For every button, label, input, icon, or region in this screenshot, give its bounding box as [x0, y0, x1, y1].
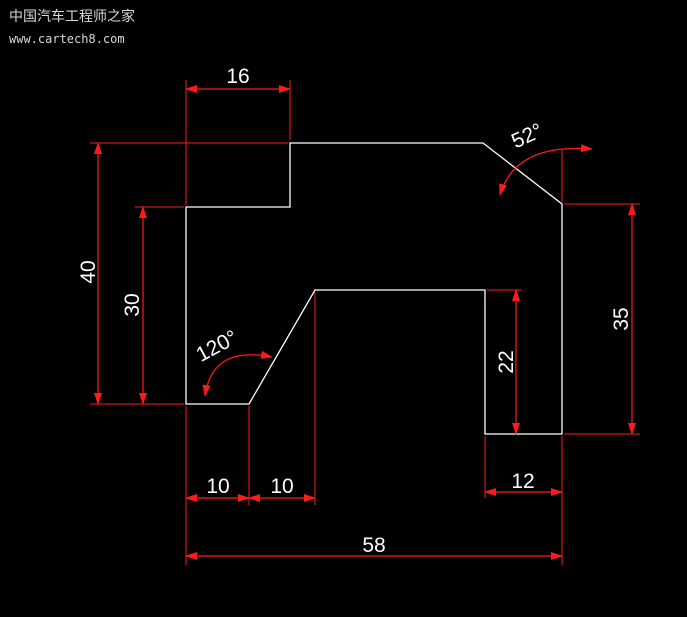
part-outline	[185, 142, 563, 435]
dim-label-12: 12	[511, 470, 534, 493]
watermark-url: www.cartech8.com	[9, 32, 125, 46]
watermark-title: 中国汽车工程师之家	[9, 8, 135, 25]
dim-label-10-mid: 10	[270, 475, 293, 498]
angle-label-120: 120°	[192, 326, 241, 367]
angle-arc-52	[499, 144, 593, 196]
dim-label-16: 16	[226, 65, 249, 88]
angle-arc-120	[202, 350, 273, 397]
dim-label-30: 30	[121, 293, 144, 316]
dim-label-22: 22	[495, 350, 518, 373]
dim-label-40: 40	[77, 260, 100, 283]
dim-label-10-left: 10	[206, 475, 229, 498]
angle-label-52: 52°	[508, 119, 547, 153]
dimension-lines	[94, 85, 636, 560]
dim-label-58: 58	[362, 534, 385, 557]
dim-label-35: 35	[610, 307, 633, 330]
